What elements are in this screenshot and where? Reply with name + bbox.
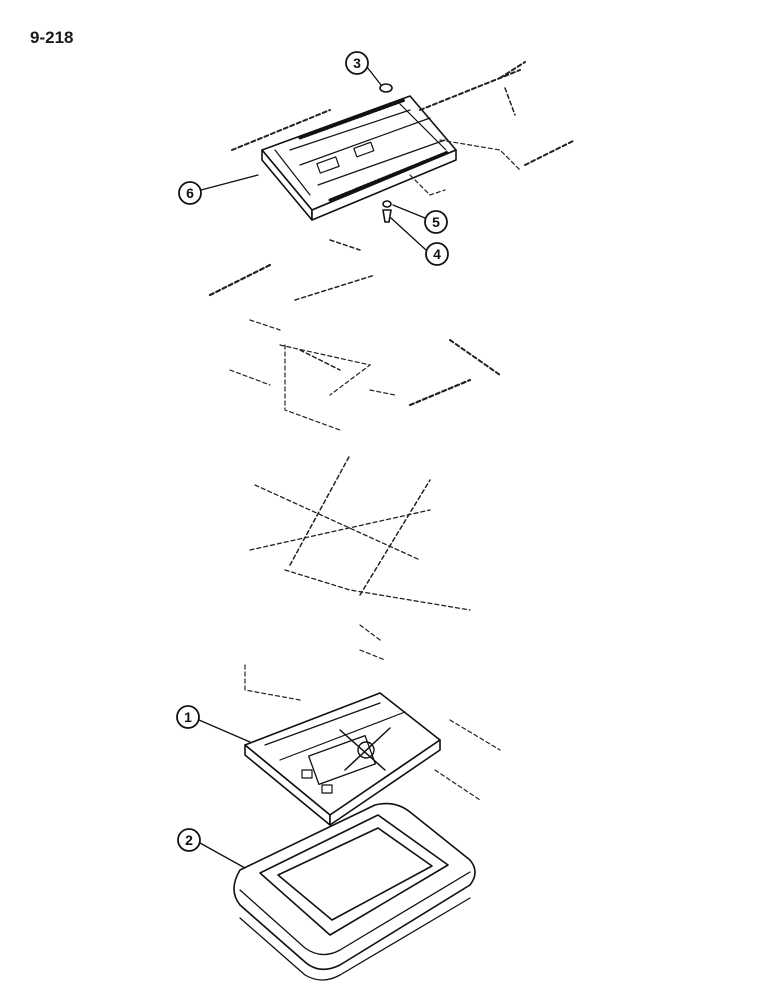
callout-3-label: 3: [353, 55, 361, 71]
callout-1-circle: [176, 705, 200, 729]
callout-3: 3: [345, 51, 382, 86]
callout-5-label: 5: [432, 214, 440, 230]
callout-4-circle: [425, 242, 449, 266]
callout-6: 6: [178, 174, 259, 205]
callout-3-circle: [345, 51, 369, 75]
callout-6-circle: [178, 181, 202, 205]
callout-4: 4: [390, 217, 449, 266]
callout-5-circle: [424, 210, 448, 234]
callout-2-circle: [177, 828, 201, 852]
callout-5: 5: [392, 204, 448, 234]
upper-slide-plate: [261, 95, 457, 221]
washer-5: [382, 200, 392, 208]
callout-1-label: 1: [184, 709, 192, 725]
ghost-middle-mechanism: [208, 239, 501, 431]
bolt-4: [382, 209, 392, 223]
callout-6-label: 6: [186, 185, 194, 201]
nut-3: [379, 83, 393, 93]
ghost-scissor-frame: [244, 454, 501, 801]
lower-base-plate: [244, 692, 441, 826]
cover-frame: [233, 802, 476, 981]
callout-2-label: 2: [185, 832, 193, 848]
callout-4-label: 4: [433, 246, 441, 262]
callout-1: 1: [176, 705, 251, 743]
page-number: 9-218: [30, 28, 74, 47]
ghost-parts-upper: [231, 61, 576, 223]
callout-2: 2: [177, 828, 246, 869]
